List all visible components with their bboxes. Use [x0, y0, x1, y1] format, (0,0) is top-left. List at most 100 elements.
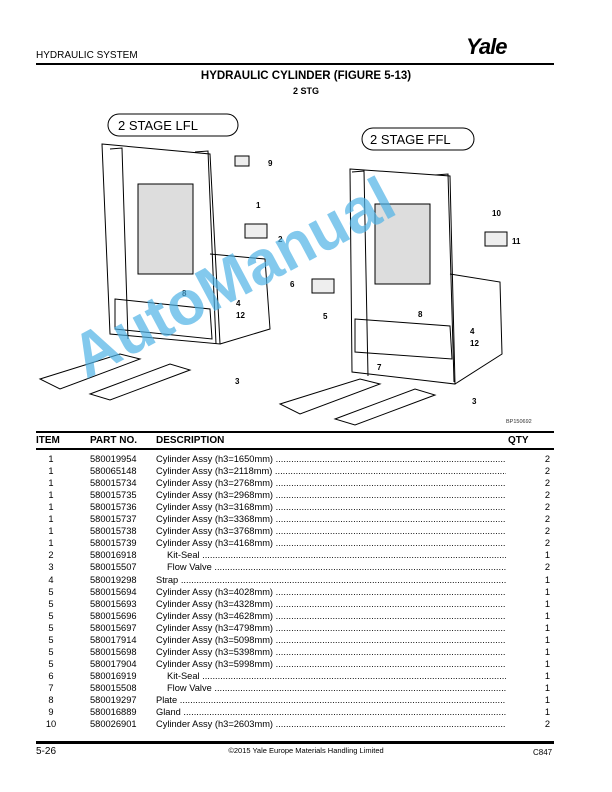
- description: Flow Valve: [167, 682, 212, 693]
- leader-dots: ........................................…: [275, 658, 506, 669]
- col-header-part: PART NO.: [90, 435, 138, 446]
- doc-code: C847: [533, 748, 553, 757]
- description: Kit-Seal: [167, 550, 200, 561]
- quantity: 2: [544, 466, 550, 477]
- callout: 12: [236, 311, 245, 320]
- copyright: ©2015 Yale Europe Materials Handling Lim…: [228, 746, 384, 755]
- quantity: 2: [544, 502, 550, 513]
- part-number: 580015734: [90, 478, 137, 489]
- page-subtitle: 2 STG: [292, 86, 319, 96]
- quantity: 1: [544, 707, 550, 718]
- footer-divider: [36, 741, 554, 744]
- part-number: 580019298: [90, 574, 137, 585]
- item-number: 1: [48, 466, 54, 477]
- part-number: 580015508: [90, 682, 137, 693]
- item-number: 5: [48, 634, 54, 645]
- hydraulic-cylinder-illustration: 2 STAGE LFL 2 STAGE FFL 9 1 2 8 4 12 3 1…: [38, 113, 521, 426]
- callout: 10: [492, 209, 501, 218]
- leader-dots: ........................................…: [275, 454, 506, 464]
- part-number: 580015697: [90, 622, 137, 633]
- left-label-box: [107, 113, 239, 137]
- quantity: 1: [544, 574, 550, 585]
- part-number: 580015735: [90, 490, 137, 501]
- callout: 3: [235, 377, 240, 386]
- item-number: 5: [48, 598, 54, 609]
- callout: 8: [182, 289, 187, 298]
- description: Cylinder Assy (h3=5998mm): [156, 658, 274, 669]
- quantity: 2: [544, 538, 550, 549]
- callout: 2: [278, 235, 283, 244]
- callout: 6: [290, 280, 295, 289]
- right-stage-label: 2 STAGE FFL: [370, 132, 451, 147]
- description: Cylinder Assy (h3=2968mm): [156, 490, 274, 501]
- item-number: 1: [48, 490, 54, 501]
- quantity: 1: [544, 550, 550, 561]
- callout: 11: [512, 237, 521, 246]
- part-number: 580015694: [90, 586, 137, 597]
- callout: 1: [256, 201, 261, 210]
- quantity: 1: [544, 646, 550, 657]
- quantity: 1: [544, 622, 550, 633]
- item-number: 5: [48, 586, 54, 597]
- section-header: HYDRAULIC SYSTEM: [36, 50, 138, 61]
- leader-dots: ........................................…: [183, 707, 506, 718]
- description: Cylinder Assy (h3=5098mm): [156, 634, 274, 645]
- item-number: 5: [48, 646, 54, 657]
- part-number: 580026901: [90, 719, 137, 730]
- yale-logo: Yale: [466, 34, 507, 59]
- table-top-rule: [36, 431, 554, 433]
- item-number: 1: [48, 514, 54, 525]
- leader-dots: ........................................…: [275, 526, 506, 537]
- description: Cylinder Assy (h3=4168mm): [156, 538, 274, 549]
- item-number: 5: [48, 610, 54, 621]
- part-number: 580016918: [90, 550, 137, 561]
- callout: 4: [236, 299, 241, 308]
- col-header-item: ITEM: [36, 435, 60, 446]
- col-header-qty: QTY: [508, 435, 529, 446]
- item-number: 1: [48, 538, 54, 549]
- part-number: 580016919: [90, 670, 137, 681]
- description: Kit-Seal: [167, 670, 200, 681]
- part-number: 580019297: [90, 695, 137, 705]
- part-number: 580015738: [90, 526, 137, 537]
- quantity: 1: [544, 695, 550, 705]
- item-number: 3: [48, 562, 54, 573]
- quantity: 2: [544, 514, 550, 525]
- part-number: 580015736: [90, 502, 137, 513]
- leader-dots: ........................................…: [179, 695, 506, 705]
- part-number: 580017914: [90, 634, 137, 645]
- description: Cylinder Assy (h3=2603mm): [156, 719, 274, 730]
- part-number: 580015698: [90, 646, 137, 657]
- leader-dots: ........................................…: [275, 610, 506, 621]
- item-number: 2: [48, 550, 54, 561]
- leader-dots: ........................................…: [275, 490, 506, 501]
- right-label-box: [361, 127, 475, 151]
- leader-dots: ........................................…: [214, 562, 506, 573]
- part-number: 580065148: [90, 466, 137, 477]
- quantity: 1: [544, 610, 550, 621]
- description: Gland: [156, 707, 181, 718]
- leader-dots: ........................................…: [214, 682, 506, 693]
- callout: 9: [268, 159, 273, 168]
- item-number: 8: [48, 695, 54, 705]
- item-number: 1: [48, 454, 54, 464]
- description: Strap: [156, 574, 179, 585]
- item-number: 5: [48, 658, 54, 669]
- leader-dots: ........................................…: [275, 646, 506, 657]
- description: Cylinder Assy (h3=4328mm): [156, 598, 274, 609]
- leader-dots: ........................................…: [202, 550, 506, 561]
- item-number: 9: [48, 707, 54, 718]
